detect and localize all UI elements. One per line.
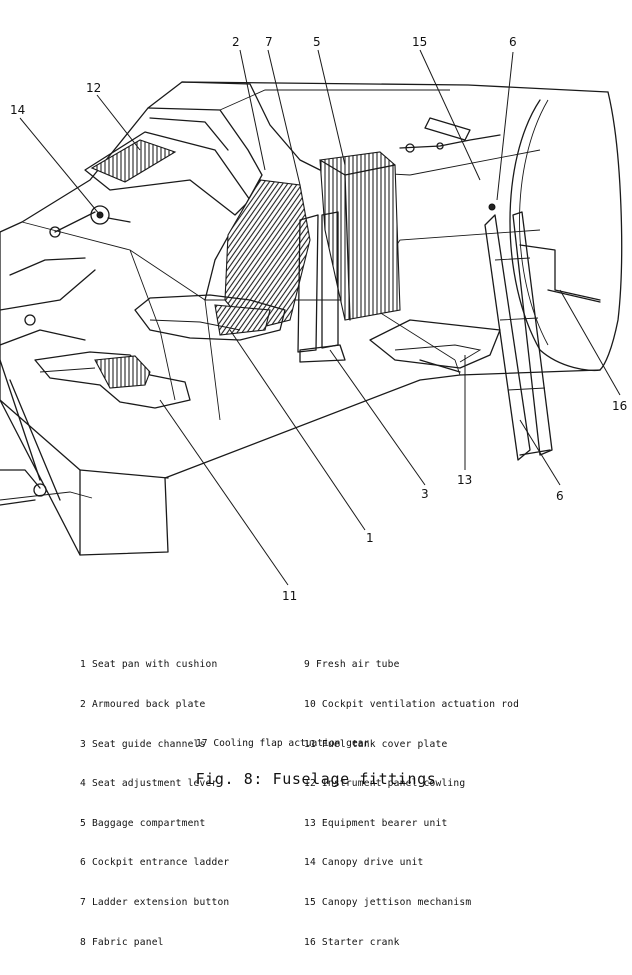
fuselage-cutaway-drawing: 2 7 5 15 6 12 14 16 13 6 3 1 11 (0, 35, 627, 603)
figure-caption: Fig. 8: Fuselage fittings (195, 770, 437, 788)
legend-item: 4 Seat adjustment lever (80, 778, 218, 790)
callout-16: 16 (612, 399, 627, 413)
callout-14: 14 (10, 103, 25, 117)
callout-4: 7 (265, 35, 273, 49)
legend-item: 5 Baggage compartment (80, 817, 206, 829)
callout-6: 6 (556, 489, 564, 503)
equipment-bearer-unit (369, 319, 501, 373)
callout-1: 1 (366, 531, 374, 545)
canopy-jettison-mechanism (399, 117, 501, 153)
legend-item: 16 Starter crank (304, 936, 400, 948)
legend-item: 15 Canopy jettison mechanism (304, 897, 472, 909)
callout-labels: 2 7 5 15 6 12 14 16 13 6 3 1 11 (10, 35, 627, 603)
legend-item: 6 Cockpit entrance ladder (80, 857, 230, 869)
starter-crank (519, 244, 601, 303)
canopy-drive-unit (9, 205, 131, 276)
legend-item-last: 17 Cooling flap actuation gear (196, 738, 370, 749)
legend-item: 12 Instrument panel cowling (304, 778, 466, 790)
legend-item: 10 Cockpit ventilation actuation rod (304, 699, 520, 711)
callout-3: 3 (421, 487, 429, 501)
legend: 1 Seat pan with cushion 2 Armoured back … (0, 632, 632, 947)
callout-7: 6 (509, 35, 517, 49)
legend-right-column: 9 Fresh air tube 10 Cockpit ventilation … (304, 632, 519, 975)
legend-item: 2 Armoured back plate (80, 699, 206, 711)
fuel-tank-cover-plate (34, 351, 191, 409)
seat-assembly (134, 151, 401, 363)
callout-13: 13 (457, 473, 472, 487)
legend-item: 3 Seat guide channels (80, 738, 206, 750)
cooling-flap-linkage (0, 269, 96, 506)
callout-12: 12 (86, 81, 101, 95)
instrument-panel-cowling (84, 117, 251, 216)
leader-lines (19, 49, 621, 586)
cockpit-entrance-ladder (484, 203, 553, 461)
callout-15: 15 (412, 35, 427, 49)
legend-item: 7 Ladder extension button (80, 897, 230, 909)
legend-item: 8 Fabric panel (80, 936, 164, 948)
legend-left-column: 1 Seat pan with cushion 2 Armoured back … (80, 632, 229, 975)
legend-item: 14 Canopy drive unit (304, 857, 424, 869)
callout-11: 11 (282, 589, 297, 603)
callout-2: 2 (232, 35, 240, 49)
callout-5: 5 (313, 35, 321, 49)
legend-item: 9 Fresh air tube (304, 659, 400, 671)
legend-item: 1 Seat pan with cushion (80, 659, 218, 671)
legend-item: 11 Fuel tank cover plate (304, 738, 448, 750)
legend-item: 13 Equipment bearer unit (304, 817, 448, 829)
